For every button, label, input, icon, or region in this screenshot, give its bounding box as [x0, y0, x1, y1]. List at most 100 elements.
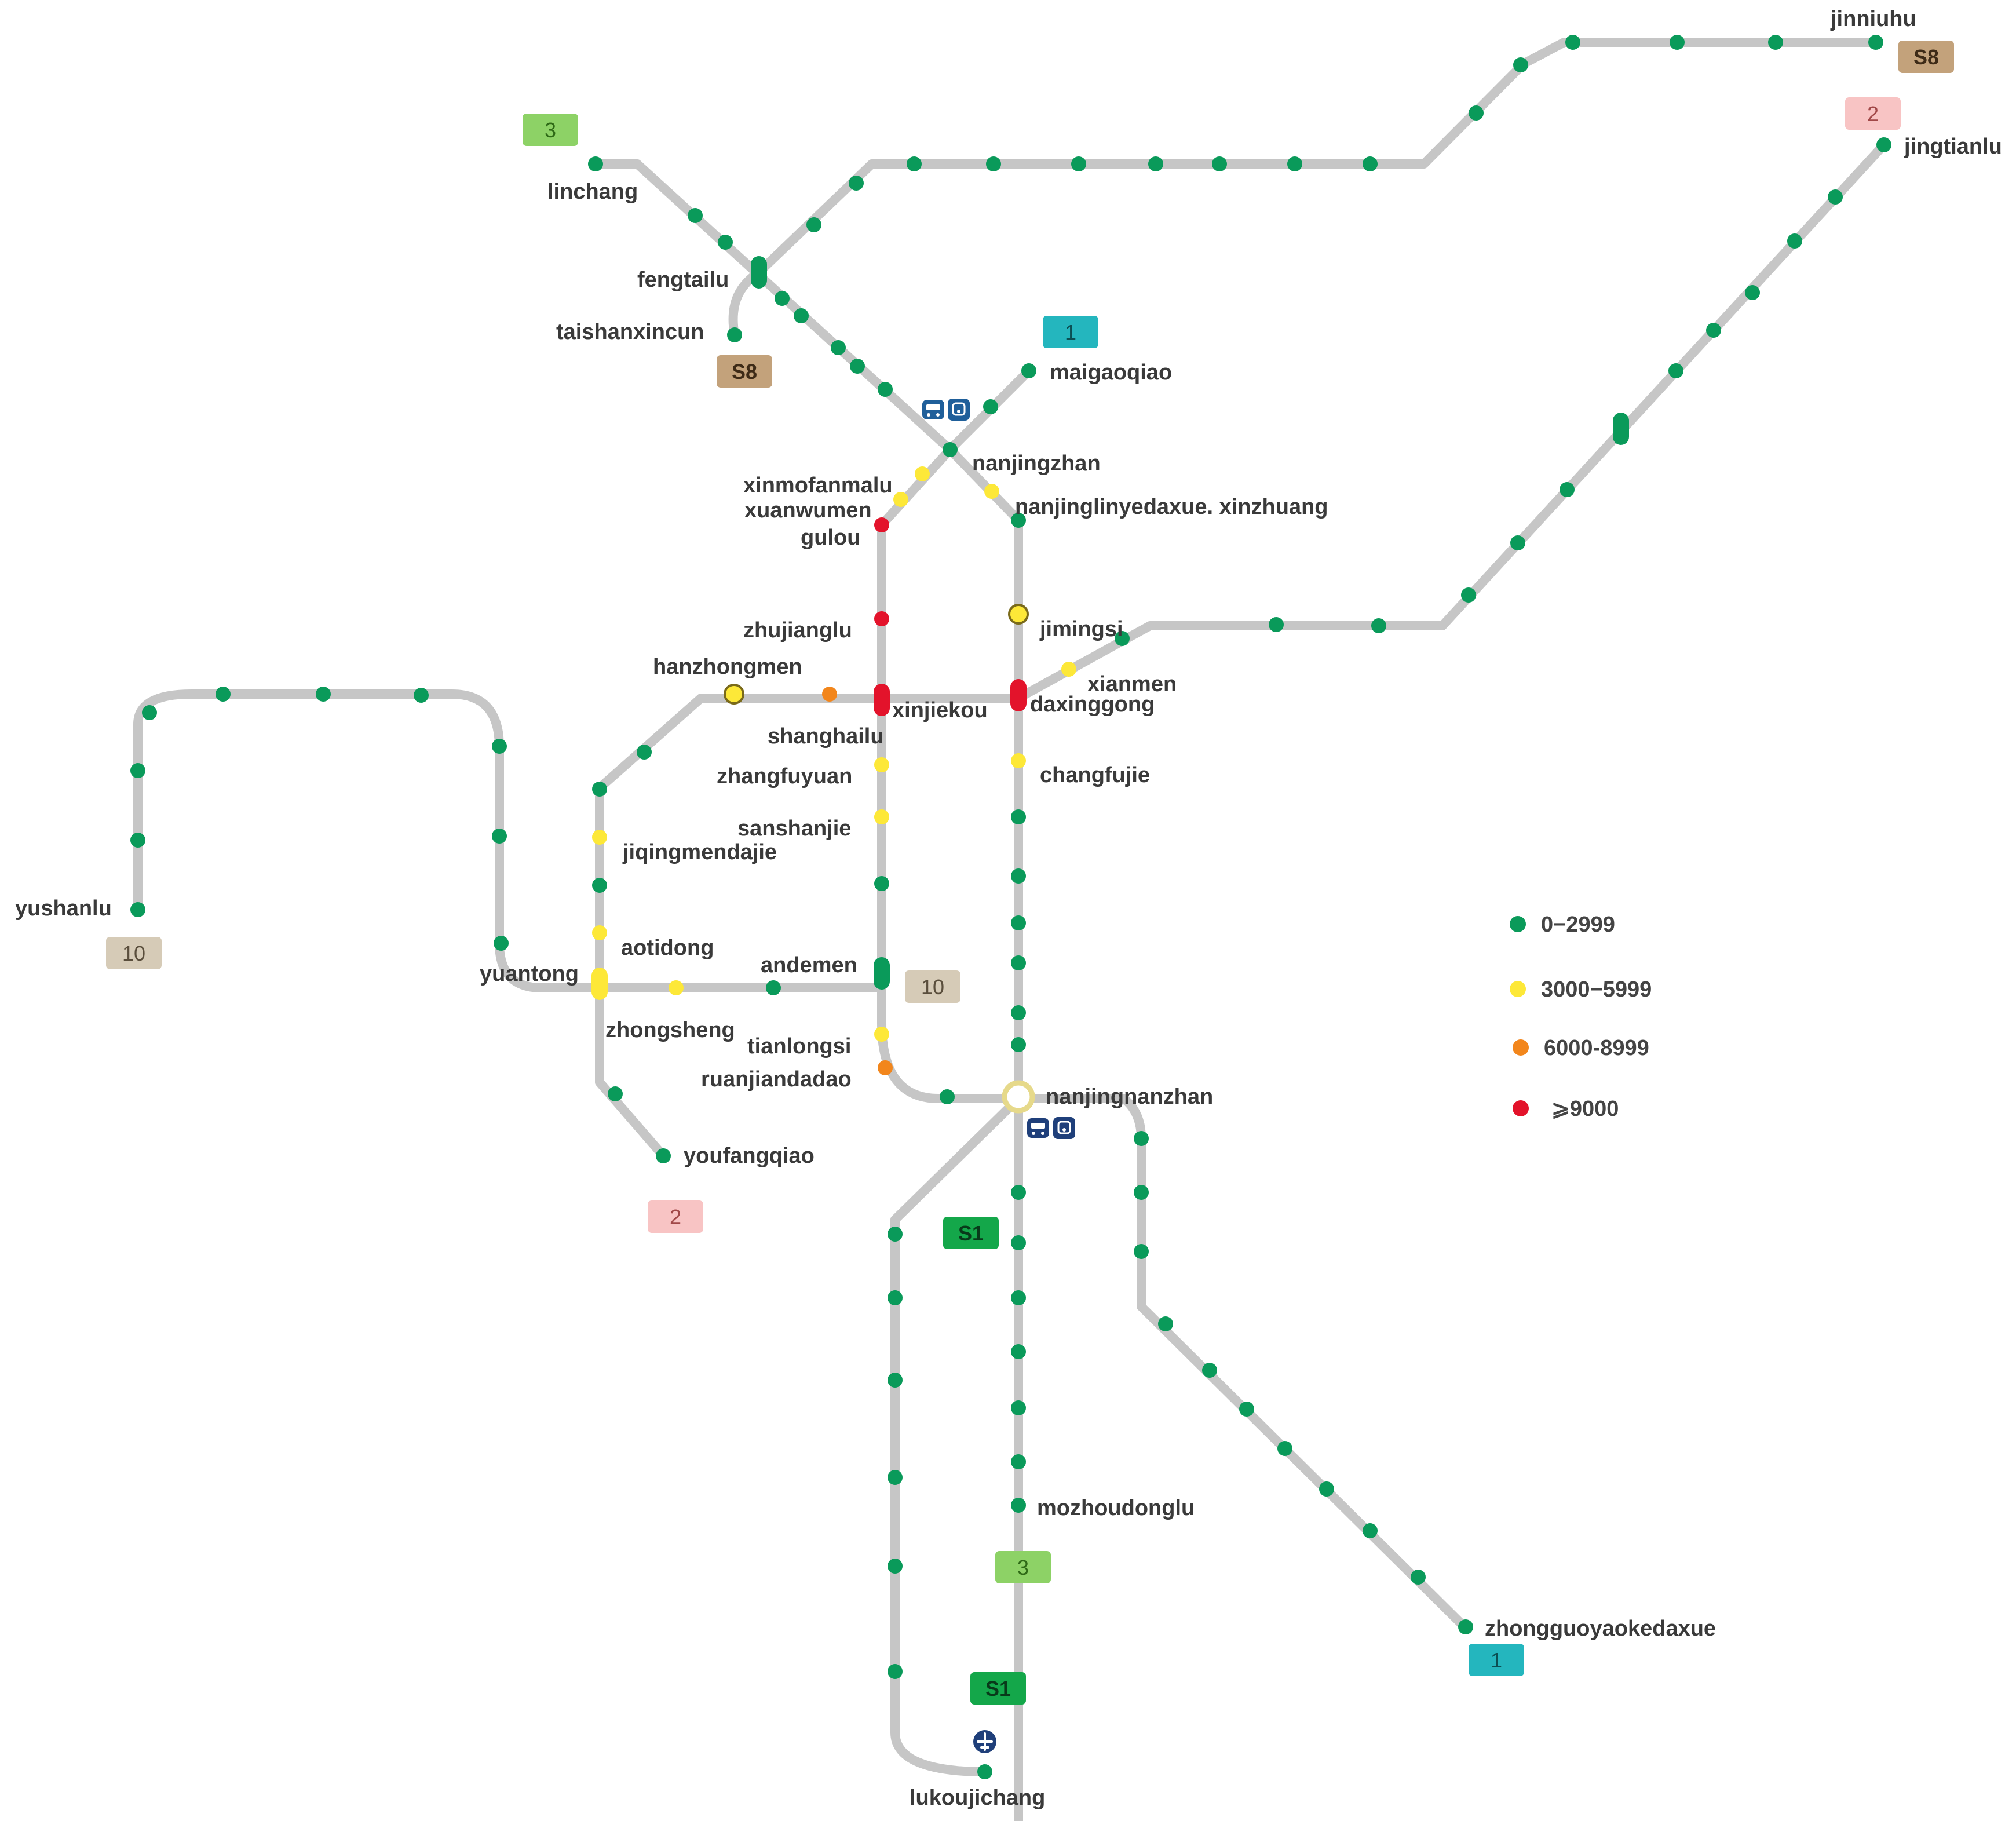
- station-dot[interactable]: [806, 217, 821, 232]
- station-label-xianmen[interactable]: xianmen: [1087, 672, 1177, 696]
- station-dot[interactable]: [1011, 1185, 1026, 1200]
- station-label-tianlongsi[interactable]: tianlongsi: [747, 1034, 851, 1059]
- station-label-andemen[interactable]: andemen: [761, 953, 857, 977]
- station-dot[interactable]: [878, 1060, 893, 1075]
- station-dot[interactable]: [316, 687, 331, 702]
- station-dot[interactable]: [1363, 156, 1378, 171]
- station-dot[interactable]: [1061, 662, 1076, 677]
- station-dot[interactable]: [1513, 57, 1528, 72]
- station-dot[interactable]: [888, 1290, 903, 1305]
- station-label-yuantong[interactable]: yuantong: [480, 962, 579, 986]
- station-dot[interactable]: [831, 340, 846, 355]
- station-label-lukoujichang[interactable]: lukoujichang: [910, 1786, 1045, 1810]
- station-label-mozhoudonglu[interactable]: mozhoudonglu: [1037, 1496, 1195, 1520]
- station-dot[interactable]: [1010, 679, 1027, 711]
- station-dot[interactable]: [874, 809, 889, 824]
- station-label-daxinggong[interactable]: daxinggong: [1030, 692, 1155, 717]
- station-dot[interactable]: [1613, 413, 1629, 445]
- station-dot[interactable]: [1461, 587, 1476, 603]
- station-dot[interactable]: [1745, 285, 1760, 300]
- station-label-changfujie[interactable]: changfujie: [1040, 763, 1150, 787]
- station-label-linchang[interactable]: linchang: [547, 180, 638, 204]
- station-dot[interactable]: [888, 1664, 903, 1679]
- station-dot[interactable]: [766, 980, 781, 995]
- station-dot[interactable]: [1787, 233, 1802, 249]
- station-label-jiqingmendajie[interactable]: jiqingmendajie: [622, 840, 777, 864]
- station-dot[interactable]: [1868, 35, 1883, 50]
- station-dot[interactable]: [1021, 363, 1036, 378]
- station-dot[interactable]: [592, 925, 607, 940]
- station-dot[interactable]: [414, 688, 429, 703]
- station-dot[interactable]: [1011, 1235, 1026, 1250]
- station-dot[interactable]: [1371, 618, 1386, 633]
- station-dot[interactable]: [1011, 1498, 1026, 1513]
- station-dot[interactable]: [1134, 1131, 1149, 1146]
- station-dot[interactable]: [1011, 1454, 1026, 1469]
- station-dot[interactable]: [1706, 323, 1721, 338]
- station-dot[interactable]: [1148, 156, 1163, 171]
- station-dot[interactable]: [1277, 1441, 1292, 1456]
- station-dot[interactable]: [775, 291, 790, 306]
- station-dot[interactable]: [1469, 105, 1484, 121]
- station-dot[interactable]: [878, 382, 893, 397]
- station-dot[interactable]: [888, 1559, 903, 1574]
- station-dot[interactable]: [1458, 1619, 1473, 1634]
- station-dot[interactable]: [588, 156, 603, 171]
- station-dot[interactable]: [130, 833, 145, 848]
- station-dot[interactable]: [1134, 1244, 1149, 1259]
- station-label-zhongguoyaokedaxue[interactable]: zhongguoyaokedaxue: [1485, 1616, 1716, 1641]
- station-dot[interactable]: [591, 968, 608, 1000]
- station-dot[interactable]: [1011, 809, 1026, 824]
- station-dot[interactable]: [874, 757, 889, 772]
- station-label-gulou[interactable]: gulou: [801, 526, 860, 550]
- station-dot[interactable]: [986, 156, 1001, 171]
- station-dot[interactable]: [592, 782, 607, 797]
- station-dot[interactable]: [637, 745, 652, 760]
- station-dot[interactable]: [1008, 604, 1029, 625]
- station-dot[interactable]: [1287, 156, 1302, 171]
- station-label-sanshanjie[interactable]: sanshanjie: [737, 816, 851, 841]
- station-dot[interactable]: [1668, 363, 1683, 378]
- station-label-hanzhongmen[interactable]: hanzhongmen: [653, 655, 802, 679]
- station-dot[interactable]: [492, 829, 507, 844]
- station-dot[interactable]: [888, 1470, 903, 1485]
- station-dot[interactable]: [1158, 1316, 1173, 1331]
- station-dot[interactable]: [874, 611, 889, 626]
- station-label-yushanlu[interactable]: yushanlu: [15, 896, 112, 921]
- station-dot[interactable]: [1071, 156, 1086, 171]
- station-dot[interactable]: [216, 687, 231, 702]
- station-label-xuanwumen[interactable]: xuanwumen: [744, 498, 872, 523]
- station-label-maigaoqiao[interactable]: maigaoqiao: [1050, 360, 1172, 385]
- station-dot[interactable]: [940, 1089, 955, 1104]
- station-label-xinmofanmalu[interactable]: xinmofanmalu: [743, 473, 893, 498]
- station-dot[interactable]: [1134, 1185, 1149, 1200]
- station-dot[interactable]: [1565, 35, 1580, 50]
- station-label-taishanxincun[interactable]: taishanxincun: [556, 320, 704, 344]
- station-dot[interactable]: [1411, 1570, 1426, 1585]
- station-label-xinjiekou[interactable]: xinjiekou: [892, 698, 988, 722]
- station-dot[interactable]: [915, 466, 930, 481]
- station-dot[interactable]: [1011, 1005, 1026, 1020]
- station-label-zhongsheng[interactable]: zhongsheng: [605, 1018, 735, 1042]
- station-dot[interactable]: [142, 705, 157, 720]
- station-label-zhujianglu[interactable]: zhujianglu: [743, 618, 852, 643]
- station-dot[interactable]: [130, 902, 145, 917]
- station-dot[interactable]: [494, 936, 509, 951]
- station-dot[interactable]: [1202, 1363, 1217, 1378]
- station-dot[interactable]: [907, 156, 922, 171]
- station-dot[interactable]: [1670, 35, 1685, 50]
- station-dot[interactable]: [983, 399, 998, 414]
- station-dot[interactable]: [592, 830, 607, 845]
- station-dot[interactable]: [874, 957, 890, 990]
- station-dot[interactable]: [1011, 955, 1026, 970]
- station-label-ruanjiandadao[interactable]: ruanjiandadao: [701, 1067, 852, 1092]
- station-dot[interactable]: [751, 256, 767, 289]
- station-dot[interactable]: [1011, 1344, 1026, 1359]
- station-dot[interactable]: [1011, 1037, 1026, 1052]
- station-dot[interactable]: [888, 1373, 903, 1388]
- station-dot[interactable]: [1011, 513, 1026, 528]
- station-dot[interactable]: [874, 517, 889, 532]
- station-dot[interactable]: [1560, 482, 1575, 497]
- station-label-zhangfuyuan[interactable]: zhangfuyuan: [717, 764, 852, 789]
- station-dot[interactable]: [1828, 189, 1843, 205]
